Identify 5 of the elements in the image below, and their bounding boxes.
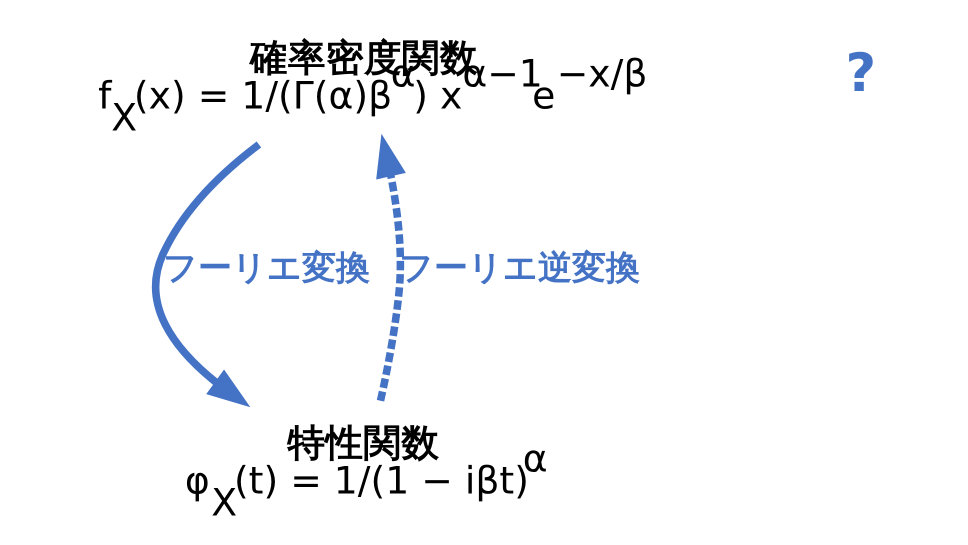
edge-label: フーリエ逆変換: [398, 248, 640, 288]
arrow: [151, 141, 261, 408]
label: ?: [844, 43, 876, 104]
edge-label: フーリエ変換: [162, 248, 370, 288]
arrow: [376, 134, 406, 402]
